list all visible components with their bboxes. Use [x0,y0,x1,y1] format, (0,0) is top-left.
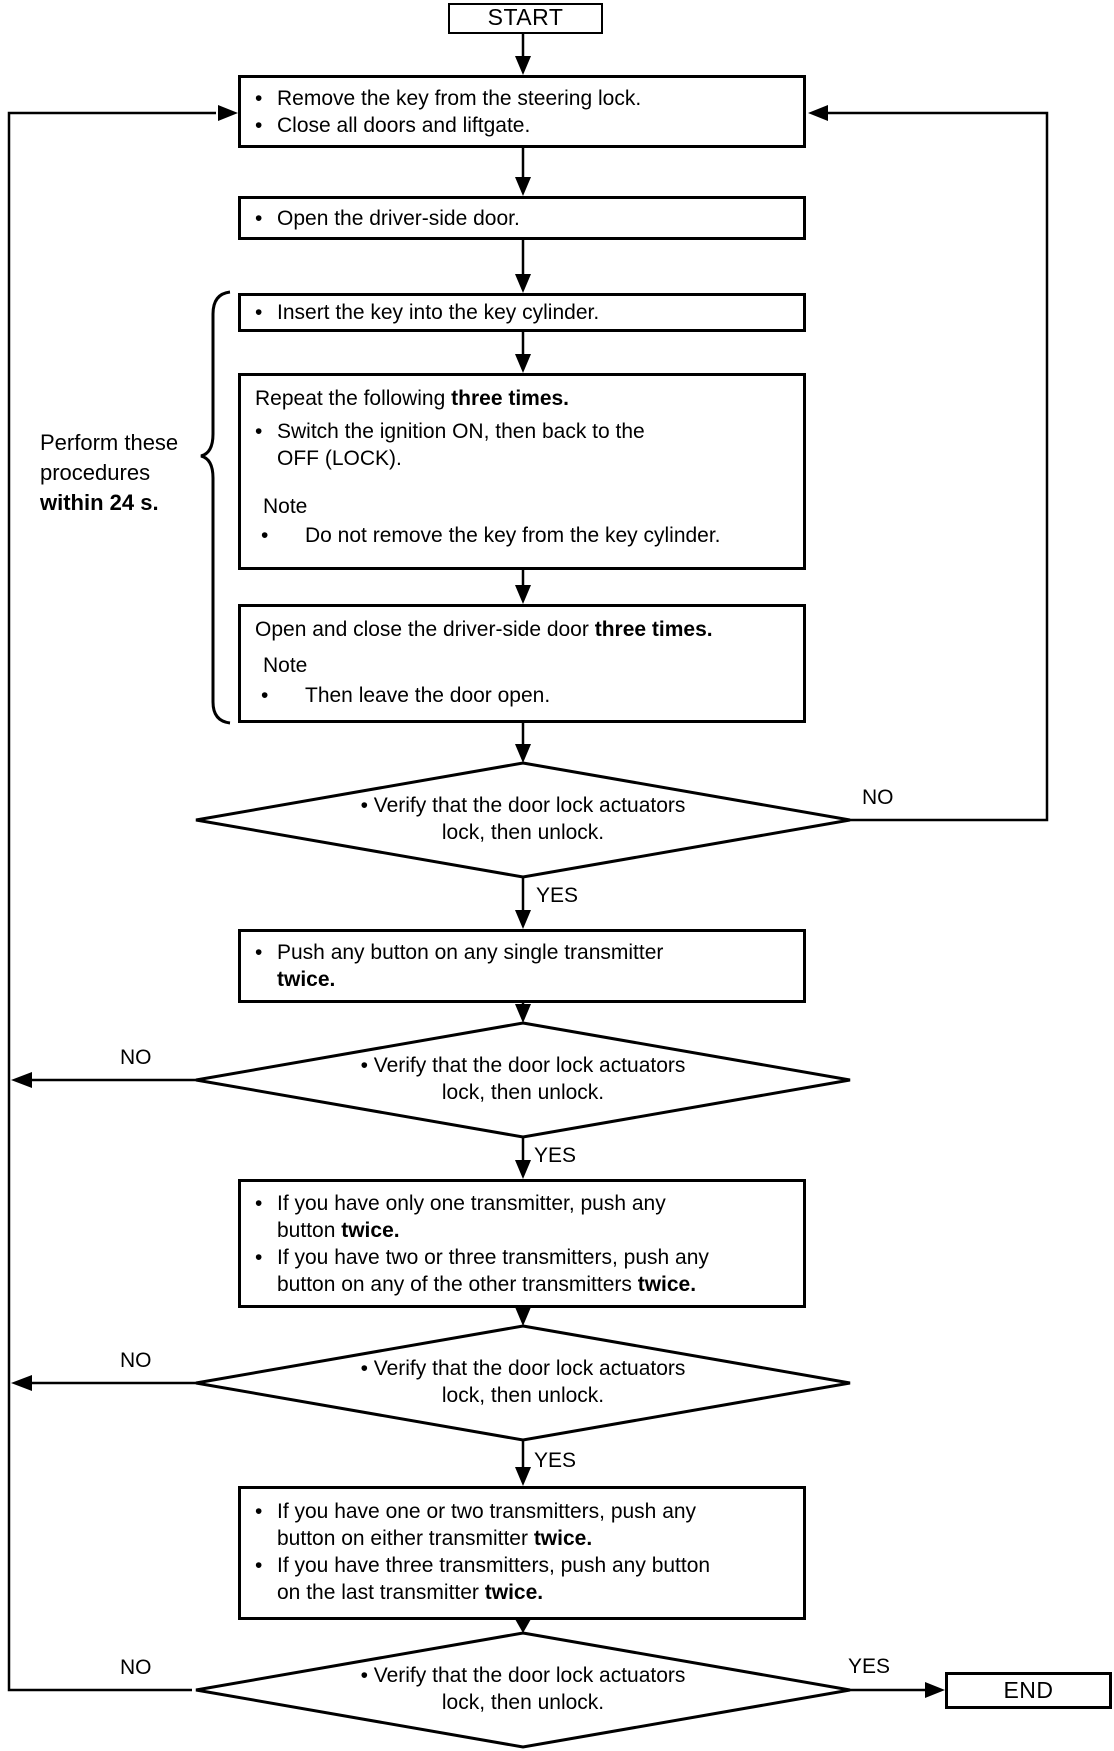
brace-icon [200,290,231,725]
note-text: Do not remove the key from the key cylin… [305,524,721,547]
no-label-4: NO [120,1656,152,1679]
bullet-icon: • [255,87,263,110]
decision-4-shape [195,1631,851,1749]
bullet-icon: • [255,1246,263,1269]
step-text: Insert the key into the key cylinder. [277,301,600,324]
bullet-icon: • [255,420,263,443]
decision-1-shape [195,761,851,879]
decision-2-shape [195,1021,851,1139]
decision-verify-lock-3: • Verify that the door lock actuators lo… [360,1357,686,1407]
step-push-button-single-transmitter: • Push any button on any single transmit… [238,929,806,1003]
bullet-icon: • [255,1192,263,1215]
bullet-icon: • [360,1664,374,1687]
step-text: Open the driver-side door. [277,207,520,230]
side-note: Perform these procedures within 24 s. [40,430,179,515]
decision-verify-lock-1: • Verify that the door lock actuators lo… [360,794,686,844]
step-text: If you have one or two transmitters, pus… [277,1500,697,1550]
step-open-driver-door: • Open the driver-side door. [238,196,806,240]
step-push-last-transmitter: • If you have one or two transmitters, p… [238,1486,806,1620]
step-text: If you have only one transmitter, push a… [277,1192,666,1242]
yes-label-3: YES [534,1449,577,1472]
start-node: START [448,3,603,34]
step-text: Switch the ignition ON, then back to the… [277,420,645,470]
note-label: Note [263,654,308,677]
decision-verify-lock-2: • Verify that the door lock actuators lo… [360,1054,686,1104]
step-remove-key-close-doors: •Remove the key from the steering lock. … [238,75,806,148]
bullet-icon: • [360,1054,374,1077]
bullet-icon: • [261,684,269,707]
down-arrows [515,33,531,1633]
yes-label-4: YES [848,1655,891,1678]
bullet-icon: • [255,1554,263,1577]
step-heading: Open and close the driver-side door thre… [255,618,713,641]
step-ignition-cycle: Repeat the following three times. • Swit… [238,373,806,570]
bullet-icon: • [255,114,263,137]
decision-shapes [195,761,851,1749]
feedback-wires [7,105,1049,1698]
bullet-icon: • [360,794,374,817]
step-heading: Repeat the following three times. [255,387,570,410]
step-text: Close all doors and liftgate. [277,114,531,137]
step-text: If you have two or three transmitters, p… [277,1246,709,1296]
end-node: END [945,1672,1112,1709]
decision-3-shape [195,1324,851,1442]
no-label-1: NO [862,786,894,809]
step-push-other-transmitters: • If you have only one transmitter, push… [238,1179,806,1308]
step-text: If you have three transmitters, push any… [277,1554,711,1604]
no-label-3: NO [120,1349,152,1372]
bullet-icon: • [360,1357,374,1380]
note-label: Note [263,495,308,518]
bullet-icon: • [255,207,263,230]
step-text: Remove the key from the steering lock. [277,87,642,110]
bullet-icon: • [261,524,269,547]
bullet-icon: • [255,941,263,964]
decision-verify-lock-4: • Verify that the door lock actuators lo… [360,1664,686,1714]
step-door-cycle: Open and close the driver-side door thre… [238,604,806,723]
bullet-icon: • [255,301,263,324]
yes-label-1: YES [536,884,579,907]
yes-label-2: YES [534,1144,577,1167]
note-text: Then leave the door open. [305,684,551,707]
bullet-icon: • [255,1500,263,1523]
step-insert-key: • Insert the key into the key cylinder. [238,293,806,332]
no-label-2: NO [120,1046,152,1069]
step-text: Push any button on any single transmitte… [277,941,664,991]
